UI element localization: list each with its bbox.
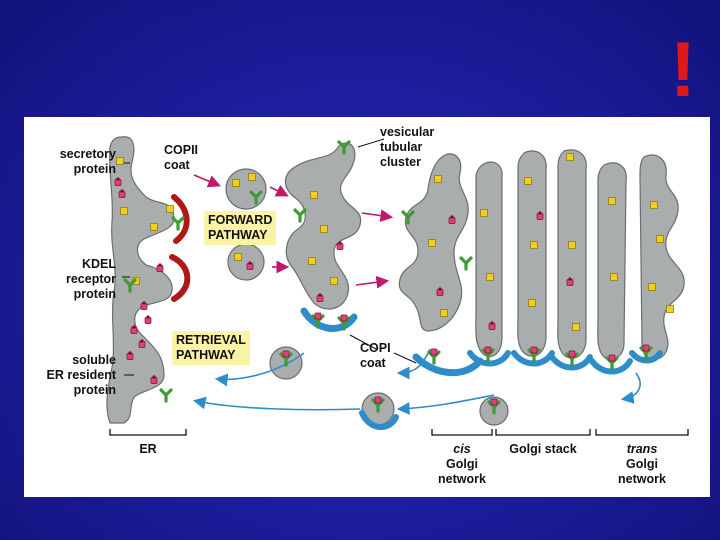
er-bracket [109, 429, 187, 436]
label-copii-coat: COPII coat [164, 143, 199, 172]
label-golgi-stack: Golgi stack [509, 442, 577, 456]
exclamation-mark: ! [670, 25, 696, 113]
diagram-figure: secretory protein COPII coat KDEL recept… [24, 117, 710, 497]
trans-golgi-bracket [595, 429, 689, 436]
forward-pathway-box: FORWARD PATHWAY [204, 211, 277, 245]
label-cis-golgi-network: cis Golgi network [438, 442, 486, 486]
membrane-traffic-illustration [106, 136, 689, 436]
retrieval-pathway-box: RETRIEVAL PATHWAY [172, 331, 250, 365]
label-secretory-protein: secretory protein [59, 147, 116, 176]
label-trans-golgi-network: trans Golgi network [618, 442, 666, 486]
label-vesicular-tubular-cluster: vesicular tubular cluster [380, 125, 435, 169]
copi-coat-vtc [300, 307, 358, 332]
label-kdel-receptor: KDEL receptor protein [65, 257, 116, 301]
copii-coat-lower [169, 254, 191, 302]
copii-coat-upper [171, 194, 190, 244]
label-copi-coat: COPI coat [360, 341, 391, 370]
label-soluble-er-resident: soluble ER resident protein [46, 353, 116, 397]
label-er: ER [139, 442, 157, 456]
golgi-stack-bracket [495, 429, 591, 436]
cis-golgi-bracket [431, 429, 493, 436]
